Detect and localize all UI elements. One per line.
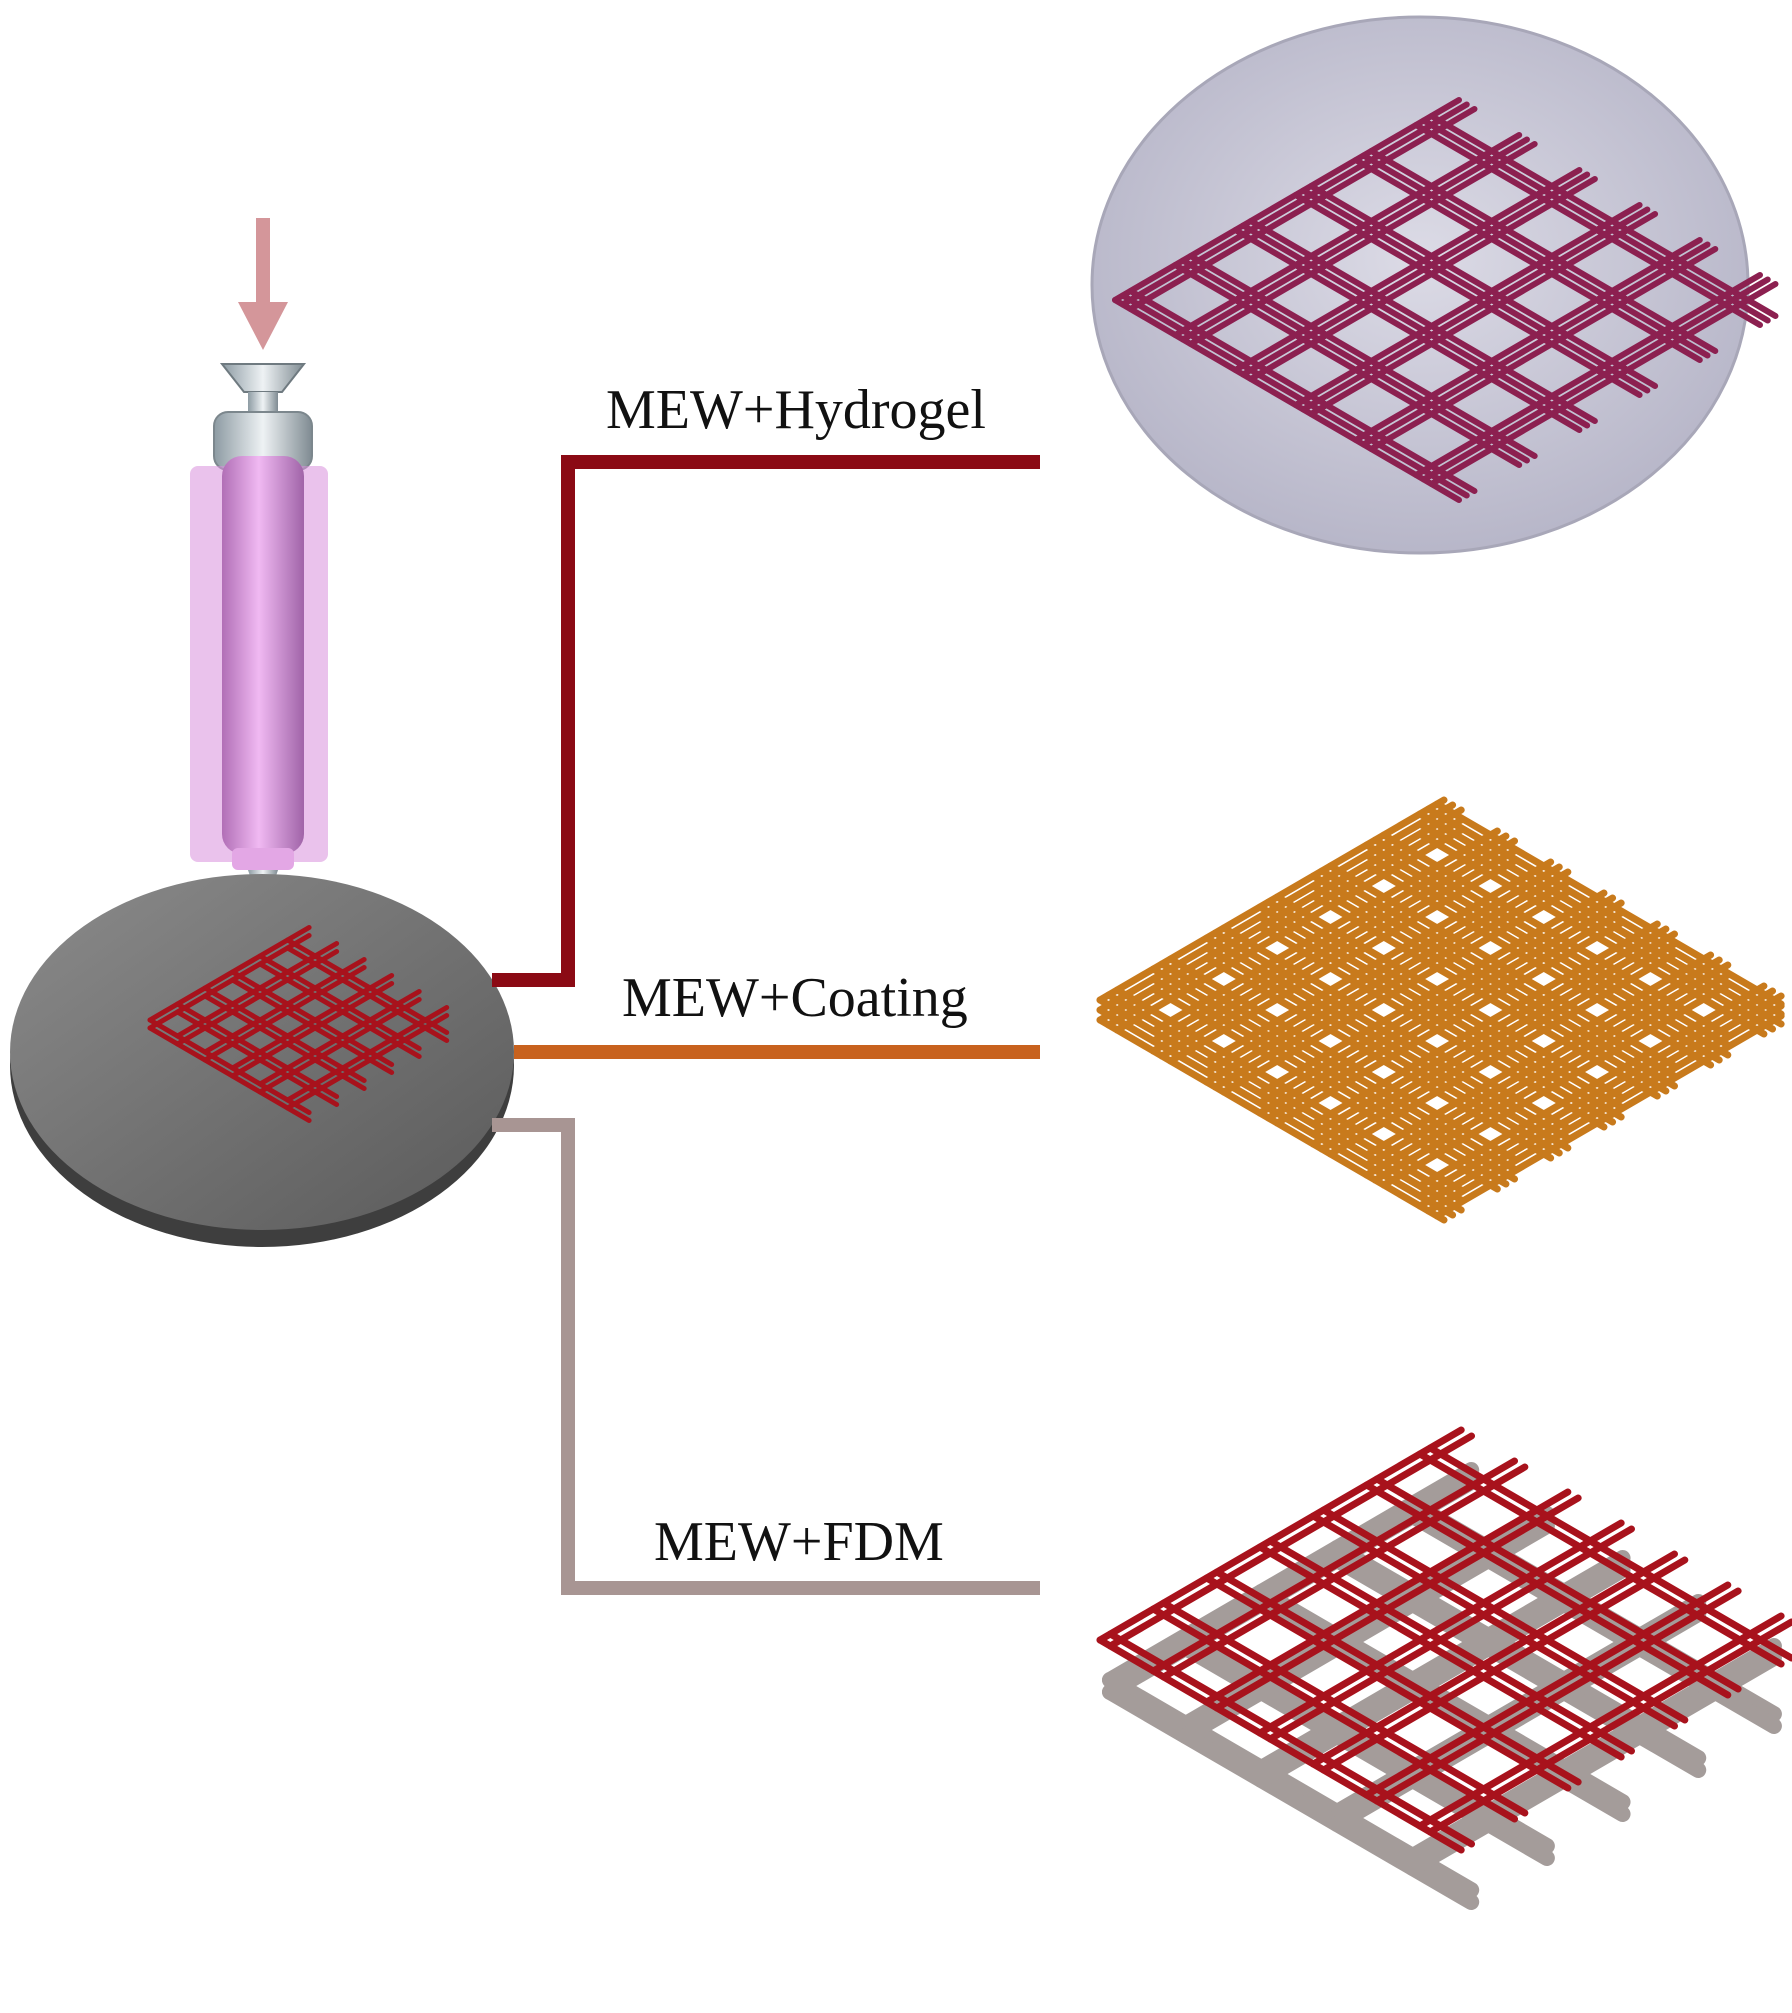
fiber <box>1352 237 1703 443</box>
fiber <box>1309 1550 1678 1768</box>
collector-plate-icon <box>10 874 514 1247</box>
fiber <box>1187 141 1538 347</box>
fiber <box>230 981 395 1079</box>
fiber <box>1149 1457 1519 1675</box>
hydrogel-scaffold-icon <box>1090 15 1779 555</box>
fiber <box>1213 1494 1582 1712</box>
fiber <box>1309 940 1661 1148</box>
fiber <box>1102 1474 1480 1700</box>
fiber <box>1211 883 1563 1091</box>
fiber <box>1428 281 1779 487</box>
fiber <box>1368 246 1719 452</box>
fiber <box>1220 888 1572 1096</box>
fiber <box>1179 136 1530 343</box>
fiber <box>147 925 312 1023</box>
fiber <box>1420 276 1771 483</box>
fiber <box>1425 1007 1777 1215</box>
coating-scaffold-icon <box>1096 796 1785 1224</box>
fiber <box>1373 1587 1742 1805</box>
fiber <box>147 933 312 1031</box>
fiber <box>1363 1581 1732 1799</box>
fiber <box>1273 919 1625 1127</box>
fiber <box>1256 1519 1625 1737</box>
printed-scaffold <box>147 925 450 1123</box>
label-mew-hydrogel: MEW+Hydrogel <box>606 379 986 441</box>
fiber <box>1300 206 1651 413</box>
fiber <box>1158 852 1510 1060</box>
fiber <box>1203 1488 1572 1706</box>
fiber <box>1240 171 1591 378</box>
fiber <box>1416 1002 1768 1210</box>
fiber <box>1203 878 1555 1086</box>
fiber <box>1096 796 1448 1004</box>
fiber <box>1320 1556 1689 1774</box>
fiber <box>1371 976 1723 1184</box>
fiber <box>1232 167 1583 373</box>
fiber <box>202 965 367 1063</box>
fiber <box>1265 914 1617 1122</box>
fiber <box>1167 857 1519 1065</box>
fiber <box>1266 1525 1635 1743</box>
fiber <box>1413 272 1763 478</box>
fiber <box>1160 1463 1529 1681</box>
fiber <box>1256 909 1608 1117</box>
fiber <box>1253 1562 1631 1788</box>
fiber <box>1096 816 1448 1024</box>
fiber <box>1172 132 1523 338</box>
fiber <box>1096 1426 1465 1644</box>
fiber <box>1119 101 1470 308</box>
syringe-icon <box>190 218 328 926</box>
fiber <box>1363 971 1715 1179</box>
fiber <box>285 1013 450 1111</box>
fiber <box>257 997 422 1095</box>
fiber <box>1433 1012 1785 1220</box>
fiber <box>1416 1612 1785 1830</box>
fiber <box>1102 1462 1480 1688</box>
fiber <box>1360 241 1711 448</box>
fiber <box>1404 1650 1782 1876</box>
label-mew-coating: MEW+Coating <box>622 967 968 1029</box>
fiber <box>1113 826 1465 1034</box>
fiber <box>1127 106 1478 312</box>
down-arrow-icon <box>238 218 288 350</box>
fdm-scaffold-icon <box>1096 1426 1792 1910</box>
fiber <box>1308 211 1659 417</box>
fiber <box>1112 297 1462 503</box>
fdm-connector-line <box>492 1118 1040 1595</box>
fiber <box>1096 1636 1465 1854</box>
hydrogel-connector-line <box>492 455 1040 987</box>
fiber <box>1096 806 1448 1014</box>
fiber <box>1326 950 1678 1158</box>
fiber <box>175 949 340 1047</box>
fiber <box>1112 97 1462 303</box>
fiber <box>1106 1432 1476 1650</box>
fiber <box>1247 176 1598 382</box>
fiber <box>1105 821 1457 1029</box>
fiber <box>1426 1618 1792 1836</box>
fiber <box>1177 1518 1555 1744</box>
fiber <box>1380 981 1732 1189</box>
label-mew-fdm: MEW+FDM <box>654 1511 944 1573</box>
fiber <box>1318 945 1670 1153</box>
fiber <box>1149 847 1501 1055</box>
fiber <box>1292 202 1643 408</box>
